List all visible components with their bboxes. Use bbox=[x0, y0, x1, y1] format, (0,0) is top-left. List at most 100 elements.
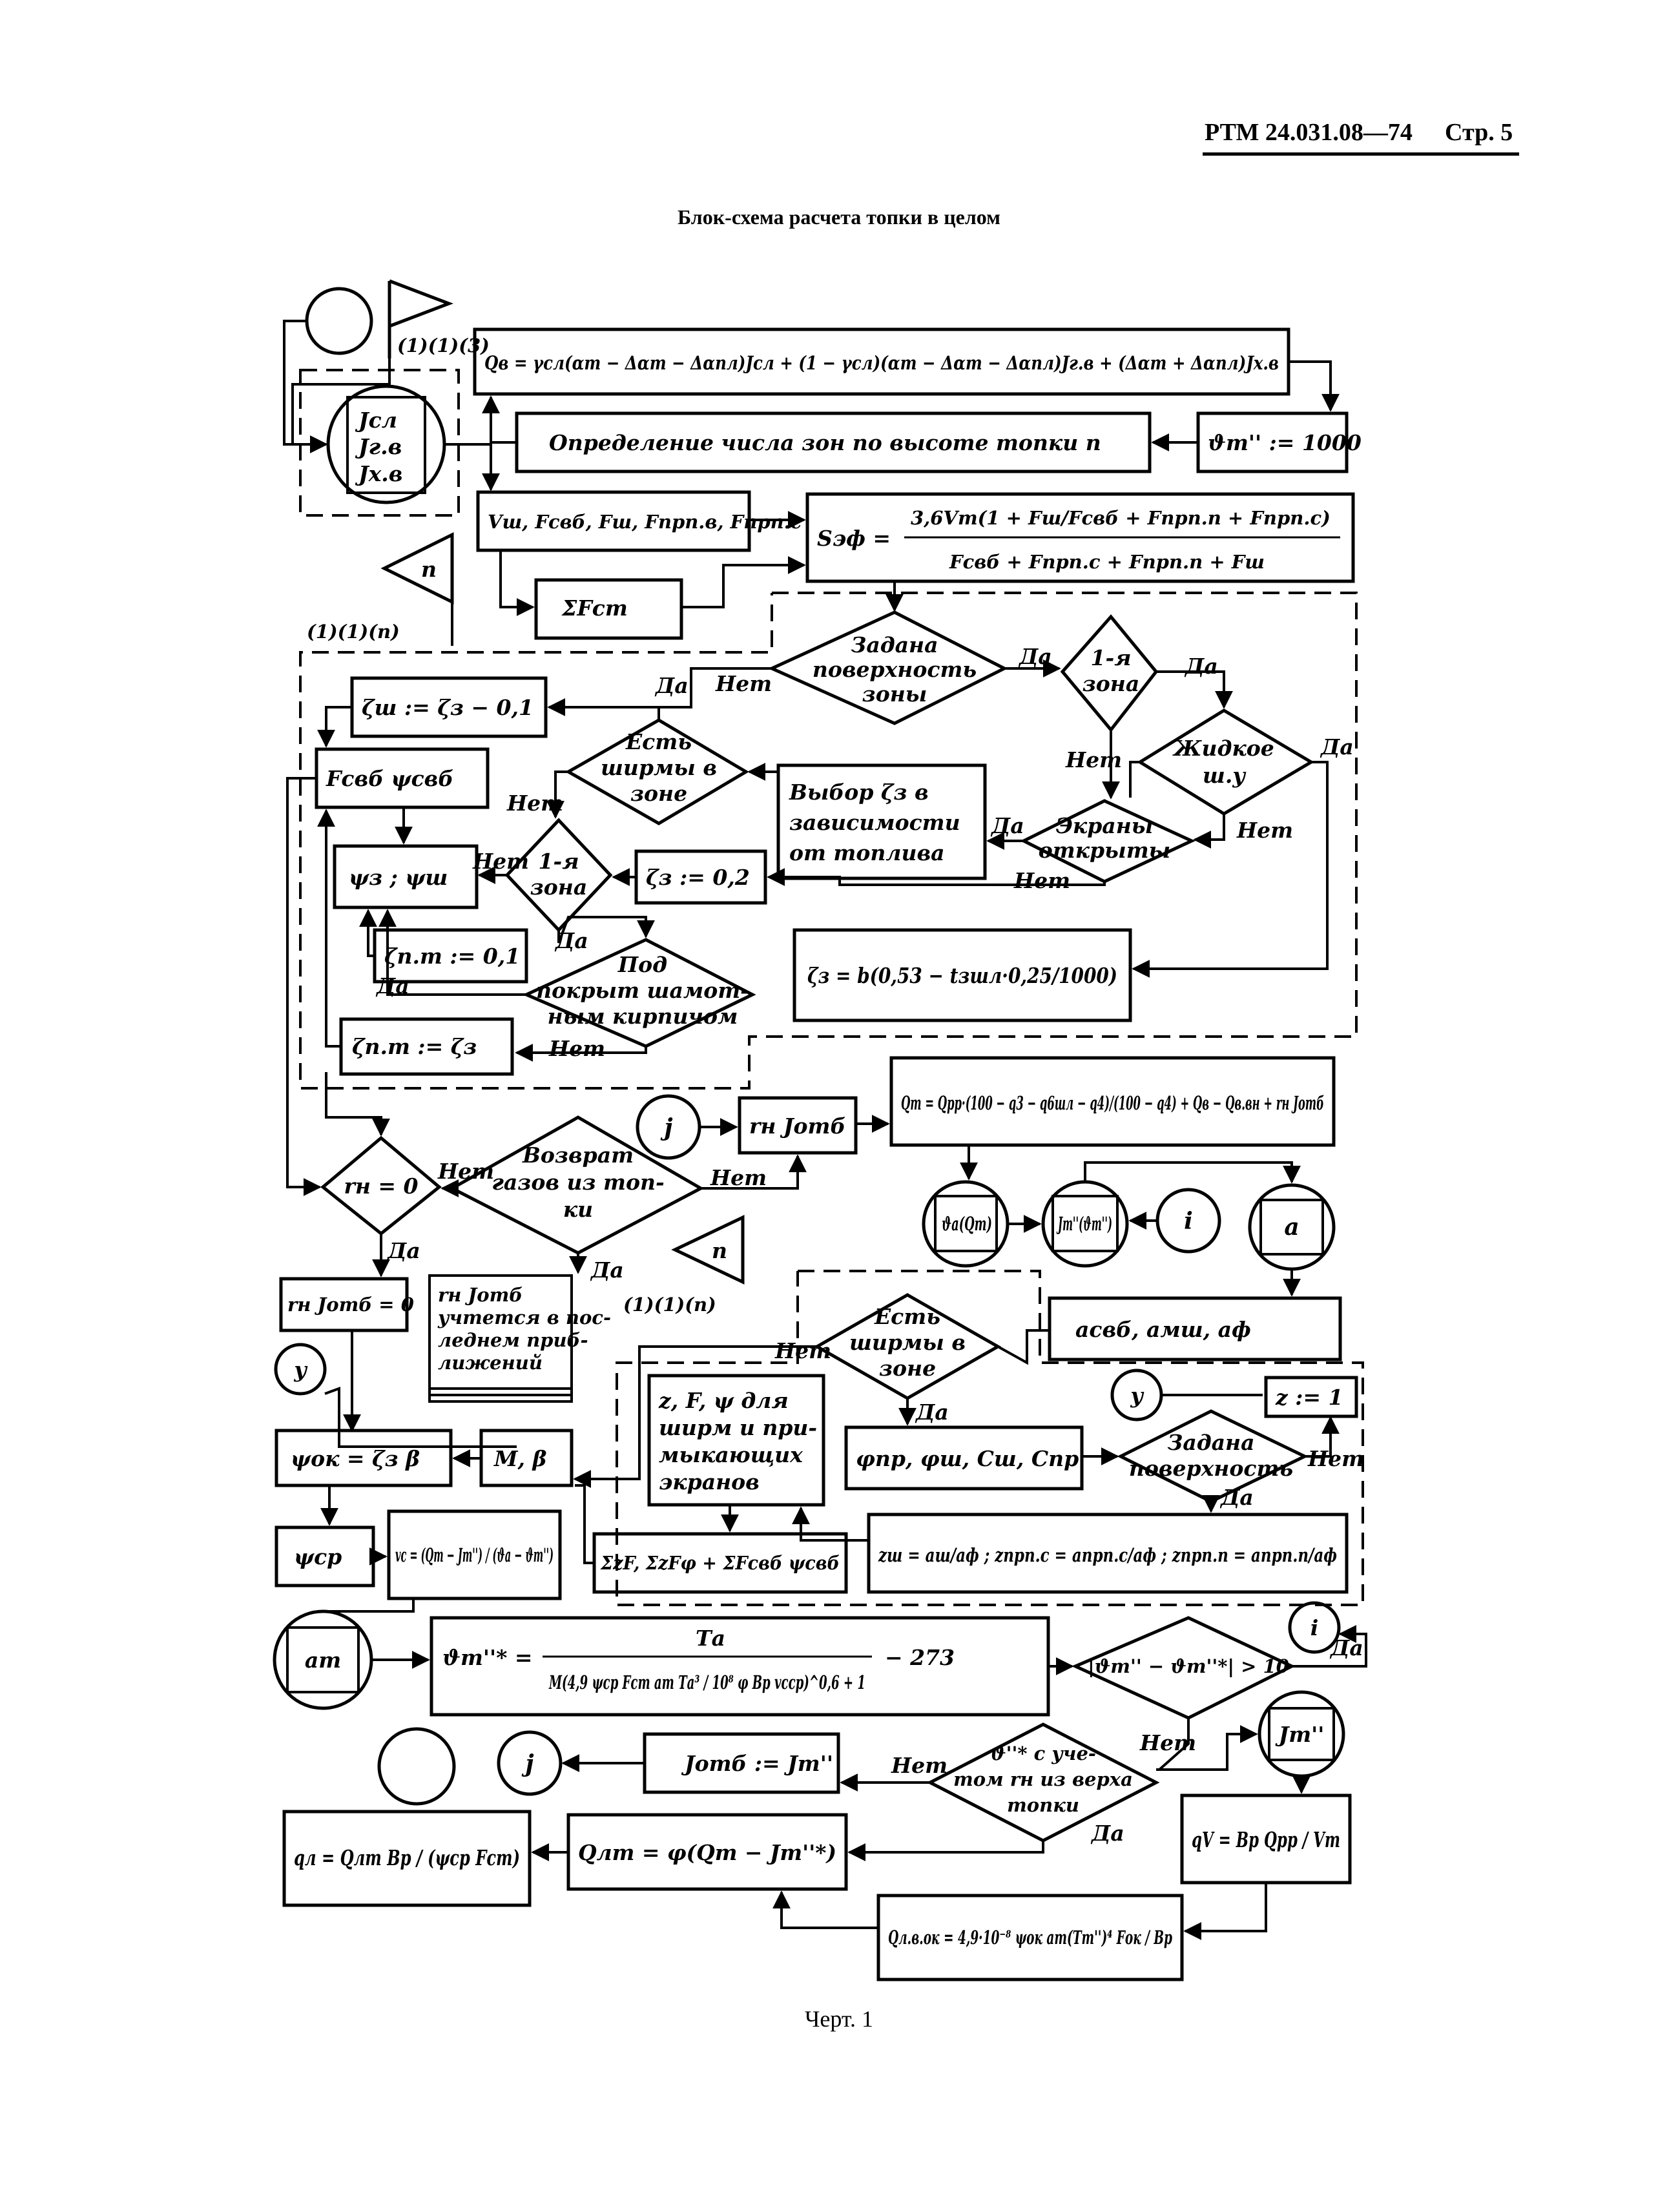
vsh-text: Vш, Fсвб, Fш, Fпрп.в, Fпрп.с bbox=[488, 511, 802, 533]
branch-labels: Да Да Да Нет Нет Да Нет Нет Да Нет Нет Д… bbox=[375, 644, 1364, 1846]
choose-zeta-line: от топлива bbox=[789, 840, 945, 865]
z-equation: zш = aш/aф ; zпрп.с = aпрп.с/aф ; zпрп.п… bbox=[878, 1544, 1337, 1566]
rn-jotb-zero-box bbox=[279, 1277, 409, 1332]
label-no: Нет bbox=[715, 671, 772, 696]
connector-a-box bbox=[1259, 1199, 1324, 1256]
start-circle bbox=[305, 287, 373, 355]
m-b-text: M, β bbox=[493, 1446, 547, 1471]
choose-zeta-box bbox=[776, 763, 987, 880]
jt-box bbox=[1268, 1707, 1335, 1761]
decision-text: открыты bbox=[1039, 838, 1170, 863]
document-note-line: rн Jотб bbox=[438, 1284, 523, 1306]
label-no: Нет bbox=[1065, 747, 1122, 772]
connector-n-label: n bbox=[712, 1238, 727, 1263]
label-no: Нет bbox=[1013, 868, 1070, 893]
decision-text: том rн из верха bbox=[953, 1768, 1133, 1790]
psi-ok-box bbox=[274, 1429, 453, 1487]
rn-jotb-zero-text: rн Jотб = 0 bbox=[287, 1294, 414, 1316]
jt-theta-box bbox=[1051, 1195, 1119, 1252]
qlvok-text: Qл.в.ок = 4,9·10⁻⁸ ψок aт(Tт'')⁴ Fок / B… bbox=[888, 1927, 1172, 1948]
connector-i-label: i bbox=[1310, 1615, 1319, 1640]
diagram-title: Блок-схема расчета топки в целом bbox=[678, 205, 1000, 229]
connector-y-circle-2 bbox=[274, 1343, 327, 1396]
zeta-02-text: ζз := 0,2 bbox=[646, 865, 750, 890]
zfpsi-line: экранов bbox=[659, 1469, 760, 1494]
qt-equation: Qт = Qрр·(100 − q3 − q6шл − q4)/(100 − q… bbox=[901, 1092, 1324, 1114]
decision-text: ш.у bbox=[1203, 763, 1247, 788]
theta-star-numerator: Tа bbox=[696, 1626, 725, 1651]
decision-text: Есть bbox=[625, 729, 692, 754]
decision-text: зона bbox=[1082, 671, 1140, 696]
label-no: Нет bbox=[710, 1165, 767, 1190]
j-stack-box bbox=[346, 396, 426, 494]
s-ef-denominator: Fсвб + Fпрп.с + Fпрп.п + Fш bbox=[949, 551, 1265, 573]
document-note-shape bbox=[428, 1274, 573, 1403]
label-no: Нет bbox=[774, 1338, 831, 1363]
decision-text: ширмы в bbox=[601, 755, 717, 780]
choose-zeta-line: Выбор ζз в bbox=[789, 780, 929, 805]
theta-star-tail: − 273 bbox=[885, 1645, 955, 1670]
sums-text: ΣzF, ΣzFφ + ΣFсвб ψсвб bbox=[600, 1552, 840, 1574]
decision-text: rн = 0 bbox=[344, 1173, 418, 1199]
theta-star-denominator: M(4,9 ψср Fст aт Tа³ / 10⁸ φ Bр vcср)^0,… bbox=[548, 1671, 865, 1693]
label-no: Нет bbox=[1236, 818, 1293, 843]
qt-equation-box bbox=[889, 1056, 1336, 1147]
label-yes: Да bbox=[1018, 644, 1052, 669]
theta-star-lhs: ϑт''* = bbox=[442, 1645, 533, 1670]
vc-equation: vc = (Qт − Jт'') / (ϑа − ϑт'') bbox=[395, 1544, 554, 1566]
psi-sr-text: ψср bbox=[294, 1544, 342, 1569]
jt-theta-text: Jт''(ϑт'') bbox=[1056, 1213, 1112, 1235]
ql-box bbox=[282, 1810, 532, 1907]
connector-i-label: i bbox=[1184, 1208, 1193, 1235]
decision-text: Задана bbox=[851, 632, 938, 657]
vc-equation-box bbox=[387, 1509, 562, 1600]
dashed-group-screen-loop bbox=[616, 1270, 1364, 1606]
psi-box bbox=[333, 844, 479, 909]
connector-n-label: n bbox=[421, 557, 437, 582]
label-yes: Да bbox=[1219, 1485, 1254, 1510]
z-init-box bbox=[1264, 1376, 1358, 1418]
connector-j-label: j bbox=[660, 1114, 672, 1141]
decision-text: ширмы в bbox=[849, 1330, 966, 1355]
phi-text: φпр, φш, Cш, Cпр bbox=[856, 1446, 1079, 1471]
label-yes: Да bbox=[1320, 734, 1354, 760]
figure-caption: Черт. 1 bbox=[805, 2006, 873, 2032]
label-no: Нет bbox=[506, 791, 563, 816]
rn-jotb-box bbox=[738, 1096, 858, 1155]
label-no: Нет bbox=[437, 1159, 494, 1184]
fsvb-psi-text: Fсвб ψсвб bbox=[326, 766, 453, 791]
j-stack-line: Jсл bbox=[355, 408, 397, 433]
zeta-b-text: ζз = b(0,53 − tзшл·0,25/1000) bbox=[807, 963, 1117, 988]
connector-i-circle-1 bbox=[1155, 1188, 1221, 1254]
dashed-group-j-init bbox=[299, 369, 460, 517]
decision-text: зоны bbox=[862, 681, 927, 707]
loop-label-11n-b: (1)(1)(n) bbox=[623, 1294, 716, 1316]
theta-init-text: ϑт'' := 1000 bbox=[1208, 430, 1362, 455]
label-no: Нет bbox=[472, 849, 529, 874]
qv-equation: Qв = γсл(αт − Δαт − Δαпл)Jсл + (1 − γсл)… bbox=[484, 352, 1279, 374]
decision-text: Возврат bbox=[522, 1142, 634, 1168]
sigma-fst-box bbox=[534, 578, 683, 640]
phi-box bbox=[844, 1425, 1084, 1491]
decision-text: 1-я bbox=[1091, 645, 1132, 670]
decision-text: поверхность bbox=[813, 657, 977, 682]
qlt-text: Qлт = φ(Qт − Jт''*) bbox=[578, 1840, 836, 1865]
rn-jotb-text: rн Jотб bbox=[749, 1113, 845, 1139]
label-yes: Да bbox=[1090, 1821, 1124, 1846]
qlvok-box bbox=[876, 1894, 1184, 1981]
psi-text: ψз ; ψш bbox=[349, 865, 448, 890]
connector-y-label: y bbox=[1130, 1383, 1145, 1408]
zeta-sh-text: ζш := ζз − 0,1 bbox=[362, 695, 533, 720]
z-init-text: z := 1 bbox=[1275, 1385, 1343, 1410]
page-number: Стр. 5 bbox=[1445, 119, 1513, 146]
document-code: РТМ 24.031.08—74 bbox=[1205, 119, 1413, 146]
decision-text: покрыт шамот- bbox=[536, 978, 749, 1003]
document-note-line: лижений bbox=[438, 1352, 543, 1374]
label-yes: Да bbox=[386, 1238, 420, 1263]
decision-screens-in-zone bbox=[565, 718, 749, 825]
decision-text: ным кирпичом bbox=[548, 1004, 738, 1029]
s-ef-lhs: Sэф = bbox=[817, 526, 891, 551]
zeta-pt01-text: ζп.т := 0,1 bbox=[384, 944, 520, 969]
zfpsi-line: мыкающих bbox=[659, 1442, 803, 1467]
zfpsi-line: z, F, ψ для bbox=[658, 1388, 789, 1413]
